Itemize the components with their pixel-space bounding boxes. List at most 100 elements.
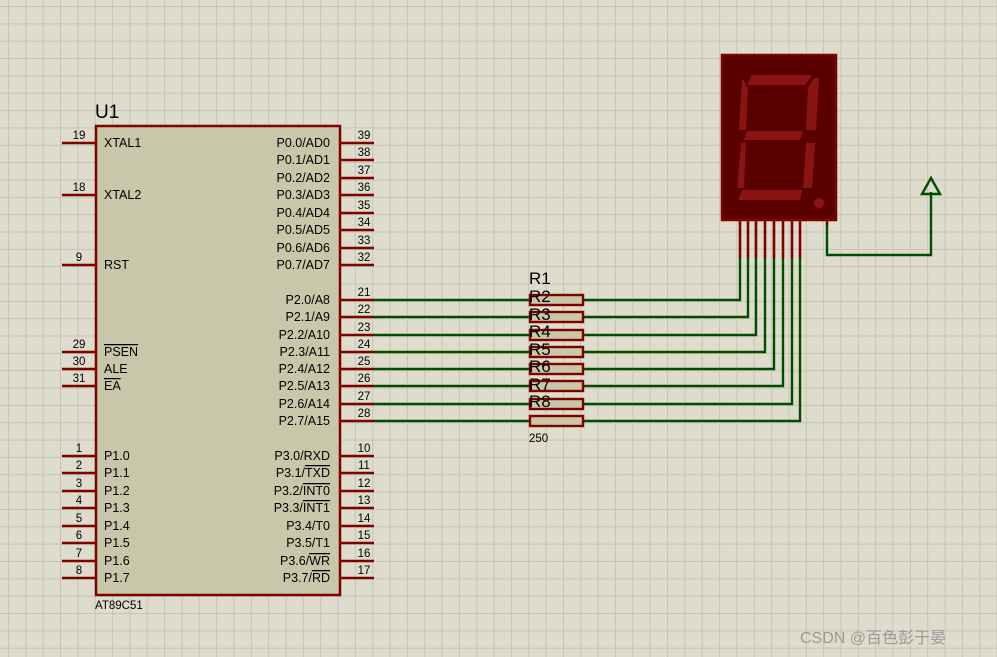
pin-number: 27 xyxy=(358,391,371,403)
pin-label: P0.3/AD3 xyxy=(276,188,330,202)
pin-number: 26 xyxy=(358,373,371,385)
resistor-body[interactable] xyxy=(528,414,585,428)
segment xyxy=(744,131,803,140)
wires-resistors-to-display xyxy=(583,258,802,423)
pin-number: 7 xyxy=(76,548,82,560)
pin-number: 21 xyxy=(358,287,371,299)
pin-number: 29 xyxy=(73,339,86,351)
pin-number: 2 xyxy=(76,460,82,472)
pin-label: P2.3/A11 xyxy=(279,345,330,359)
pin-label: P3.2/INT0 xyxy=(274,484,330,498)
resistor-label: R3 xyxy=(529,305,551,324)
resistor-body[interactable] xyxy=(528,345,585,359)
wire xyxy=(583,258,776,371)
pin-label: P3.4/T0 xyxy=(286,519,330,533)
resistor-label: R4 xyxy=(529,322,551,341)
resistor-label: R2 xyxy=(529,287,551,306)
pin-number: 16 xyxy=(358,548,371,560)
segment xyxy=(747,75,812,85)
segment xyxy=(739,78,748,130)
pin-label: P0.7/AD7 xyxy=(276,258,330,272)
pin-label: P2.2/A10 xyxy=(279,328,330,342)
power-terminal[interactable] xyxy=(825,175,943,257)
pin-number: 1 xyxy=(76,443,82,455)
pin-label: P0.5/AD5 xyxy=(276,223,330,237)
wire xyxy=(583,258,794,406)
pin-label: P1.2 xyxy=(104,484,130,498)
wire xyxy=(583,258,767,354)
pin-label: P1.1 xyxy=(104,466,130,480)
pin-label: XTAL2 xyxy=(104,188,141,202)
resistor-body[interactable] xyxy=(528,293,585,307)
pin-label: P3.5/T1 xyxy=(286,536,330,550)
pin-label: EA xyxy=(104,379,121,393)
resistor-body[interactable] xyxy=(528,310,585,324)
pin-number: 10 xyxy=(358,443,371,455)
wire xyxy=(583,258,742,302)
mcu-right-pin-labels: 39P0.0/AD038P0.1/AD137P0.2/AD236P0.3/AD3… xyxy=(274,130,371,585)
resistor-body[interactable] xyxy=(528,397,585,411)
pin-number: 9 xyxy=(76,252,82,264)
pin-label: PSEN xyxy=(104,345,138,359)
segment xyxy=(806,78,819,130)
resistor-label: R7 xyxy=(529,375,551,394)
resistor-label: R5 xyxy=(529,340,551,359)
mcu-part-name: AT89C51 xyxy=(95,600,143,612)
pin-label: P1.5 xyxy=(104,536,130,550)
pin-label: P3.3/INT1 xyxy=(274,501,330,515)
resistor-label: R8 xyxy=(529,392,551,411)
wire xyxy=(583,258,750,319)
segment xyxy=(738,190,802,200)
pin-number: 33 xyxy=(358,235,371,247)
display-pin-lines xyxy=(738,220,829,258)
pin-label: P0.1/AD1 xyxy=(276,153,330,167)
pin-number: 36 xyxy=(358,182,371,194)
wires-p2-to-resistors xyxy=(374,298,530,423)
display-segments xyxy=(737,75,819,200)
segment xyxy=(737,143,746,188)
mcu-reference: U1 xyxy=(95,102,119,123)
pin-label: P2.6/A14 xyxy=(279,397,330,411)
pin-label: P1.0 xyxy=(104,449,130,463)
mcu-body[interactable] xyxy=(94,124,342,597)
pin-number: 35 xyxy=(358,200,371,212)
pin-number: 8 xyxy=(76,565,82,577)
seven-segment-display[interactable] xyxy=(720,53,838,258)
pin-number: 11 xyxy=(358,460,370,472)
pin-number: 19 xyxy=(73,130,86,142)
pin-number: 6 xyxy=(76,530,82,542)
pin-number: 23 xyxy=(358,322,371,334)
pin-number: 17 xyxy=(358,565,371,577)
pin-number: 12 xyxy=(358,478,371,490)
resistor-value: 250 xyxy=(529,433,548,445)
pin-number: 34 xyxy=(358,217,371,229)
pin-number: 28 xyxy=(358,408,371,420)
pin-number: 18 xyxy=(73,182,86,194)
pin-label: P2.1/A9 xyxy=(286,310,331,324)
resistor-body[interactable] xyxy=(528,362,585,376)
pin-number: 39 xyxy=(358,130,371,142)
common-wire xyxy=(825,192,933,257)
pin-number: 38 xyxy=(358,147,371,159)
pin-label: XTAL1 xyxy=(104,136,141,150)
pin-label: P2.0/A8 xyxy=(286,293,331,307)
resistor-body[interactable] xyxy=(528,379,585,393)
pin-number: 24 xyxy=(358,339,371,351)
pin-number: 3 xyxy=(76,478,82,490)
wire xyxy=(583,258,802,423)
power-arrow-icon xyxy=(919,175,943,196)
pin-label: P3.1/TXD xyxy=(276,466,330,480)
pin-label: RST xyxy=(104,258,129,272)
pin-number: 4 xyxy=(76,495,83,507)
pin-number: 30 xyxy=(73,356,86,368)
pin-number: 5 xyxy=(76,513,82,525)
pin-number: 15 xyxy=(358,530,371,542)
pin-label: P1.7 xyxy=(104,571,130,585)
resistor-body[interactable] xyxy=(528,328,585,342)
pin-label: P1.3 xyxy=(104,501,130,515)
pin-number: 25 xyxy=(358,356,371,368)
